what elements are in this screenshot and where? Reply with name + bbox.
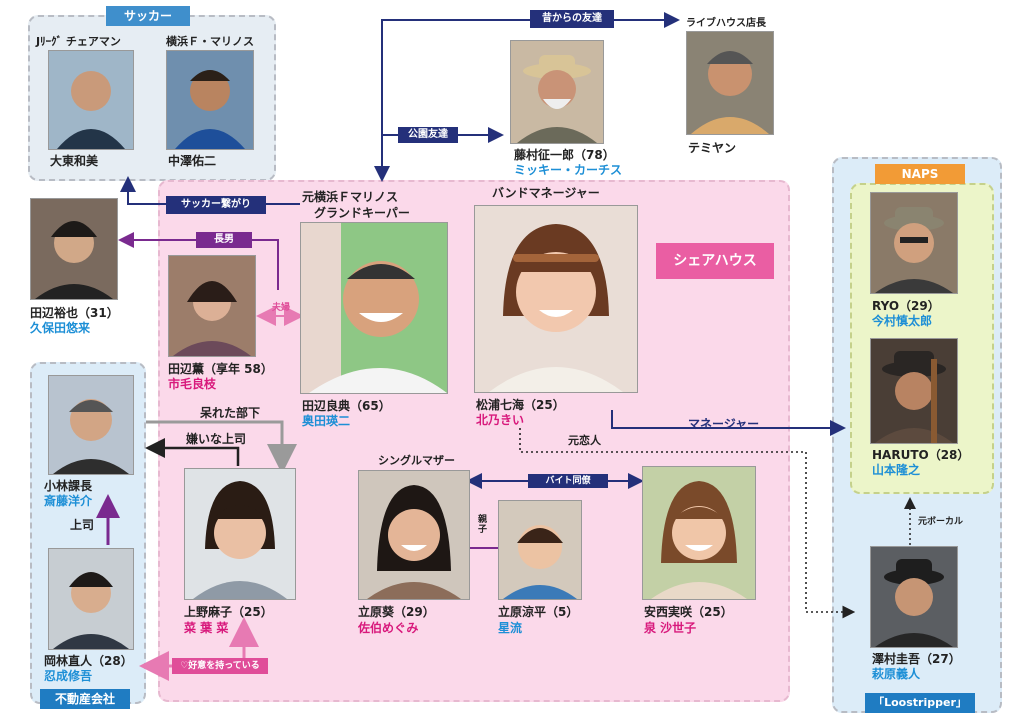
kobayashi-name: 小林課長 [44, 479, 93, 493]
yuya-actor: 久保田悠来 [30, 321, 91, 335]
daito-photo [48, 50, 134, 150]
relation-boss: 上司 [70, 518, 95, 532]
relation-park-friends: 公園友達 [398, 127, 458, 143]
relation-part-time-colleague: バイト同僚 [528, 474, 608, 488]
okabayashi-name: 岡林直人（28） [44, 654, 133, 668]
person-photo-icon [687, 32, 773, 134]
yuya-name: 田辺裕也（31） [30, 306, 119, 320]
kaoru-photo [168, 255, 256, 357]
misaki-actor: 泉 沙世子 [644, 621, 697, 635]
yoshinori-title-2: グランドキーパー [314, 206, 410, 220]
asako-photo [184, 468, 296, 600]
ryohei-actor: 星流 [498, 621, 523, 635]
relation-ex-vocal: 元ボーカル [918, 517, 964, 527]
nakazawa-photo [166, 50, 254, 150]
daito-name: 大東和美 [50, 154, 99, 168]
ryo-photo [870, 192, 958, 294]
person-photo-icon [49, 51, 133, 149]
person-photo-icon [511, 41, 603, 143]
misaki-name: 安西実咲（25） [644, 605, 733, 619]
relation-manager: マネージャー [688, 417, 760, 431]
person-photo-icon [871, 193, 957, 293]
person-photo-icon [475, 206, 637, 392]
person-photo-icon [49, 376, 133, 474]
loostripper-header: 「Loostripper」 [865, 693, 975, 713]
person-photo-icon [169, 256, 255, 356]
relation-spouse: 夫婦 [272, 303, 291, 313]
haruto-photo [870, 338, 958, 444]
kaoru-name: 田辺薫（享年 58） [168, 362, 273, 376]
fujimura-name: 藤村征一郎（78） [514, 148, 615, 162]
haruto-actor: 山本隆之 [872, 463, 921, 477]
fujimura-actor: ミッキー・カーチス [514, 163, 623, 177]
relation-parent-child: 親子 [478, 515, 488, 535]
relation-disliked-boss: 嫌いな上司 [186, 432, 247, 446]
person-photo-icon [301, 223, 447, 393]
temiyan-name: テミヤン [688, 141, 737, 155]
nanami-title: バンドマネージャー [492, 186, 600, 200]
ryohei-name: 立原涼平（5） [498, 605, 579, 619]
fujimura-photo [510, 40, 604, 144]
person-photo-icon [185, 469, 295, 599]
keigo-actor: 萩原義人 [872, 667, 921, 681]
relation-crush: ♡好意を持っている [172, 658, 268, 674]
asako-actor: 菜 葉 菜 [184, 621, 229, 635]
temiyan-photo [686, 31, 774, 135]
relation-exasperated-subordinate: 呆れた部下 [200, 406, 261, 420]
kaoru-actor: 市毛良枝 [168, 377, 217, 391]
aoi-title: シングルマザー [378, 454, 455, 467]
ryohei-photo [498, 500, 582, 600]
aoi-actor: 佐伯めぐみ [358, 621, 419, 635]
person-photo-icon [643, 467, 755, 599]
temiyan-title: ライブハウス店長 [686, 18, 766, 29]
ryo-name: RYO（29） [872, 299, 940, 313]
aoi-name: 立原葵（29） [358, 605, 435, 619]
person-photo-icon [31, 199, 117, 299]
nakazawa-title: 横浜Ｆ・マリノス [166, 35, 254, 48]
relation-soccer-link: サッカー繋がり [166, 196, 266, 214]
person-photo-icon [871, 547, 957, 647]
person-photo-icon [499, 501, 581, 599]
nanami-actor: 北乃きい [476, 413, 525, 427]
nanami-photo [474, 205, 638, 393]
yoshinori-actor: 奥田瑛二 [302, 414, 351, 428]
yoshinori-title-1: 元横浜Ｆマリノス [302, 190, 399, 204]
relation-eldest-son: 長男 [196, 232, 252, 248]
soccer-header: サッカー [106, 6, 190, 26]
keigo-photo [870, 546, 958, 648]
yoshinori-photo [300, 222, 448, 394]
okabayashi-actor: 忍成修吾 [44, 669, 93, 683]
person-photo-icon [49, 549, 133, 649]
naps-header: NAPS [875, 164, 965, 184]
misaki-photo [642, 466, 756, 600]
okabayashi-photo [48, 548, 134, 650]
kobayashi-photo [48, 375, 134, 475]
relation-old-friends: 昔からの友達 [530, 10, 614, 28]
yuya-photo [30, 198, 118, 300]
keigo-name: 澤村圭吾（27） [872, 652, 961, 666]
aoi-photo [358, 470, 470, 600]
ryo-actor: 今村慎太郎 [872, 314, 933, 328]
sharehouse-label: シェアハウス [656, 243, 774, 279]
haruto-name: HARUTO（28） [872, 448, 970, 462]
yoshinori-name: 田辺良典（65） [302, 399, 391, 413]
person-photo-icon [359, 471, 469, 599]
kobayashi-actor: 斎藤洋介 [44, 494, 93, 508]
person-photo-icon [871, 339, 957, 443]
real-estate-header: 不動産会社 [40, 689, 130, 709]
nanami-name: 松浦七海（25） [476, 398, 565, 412]
nakazawa-name: 中澤佑二 [168, 154, 217, 168]
asako-name: 上野麻子（25） [184, 605, 273, 619]
relation-ex-lover: 元恋人 [568, 434, 601, 447]
daito-title: Jﾘｰｸﾞ チェアマン [36, 35, 121, 48]
person-photo-icon [167, 51, 253, 149]
